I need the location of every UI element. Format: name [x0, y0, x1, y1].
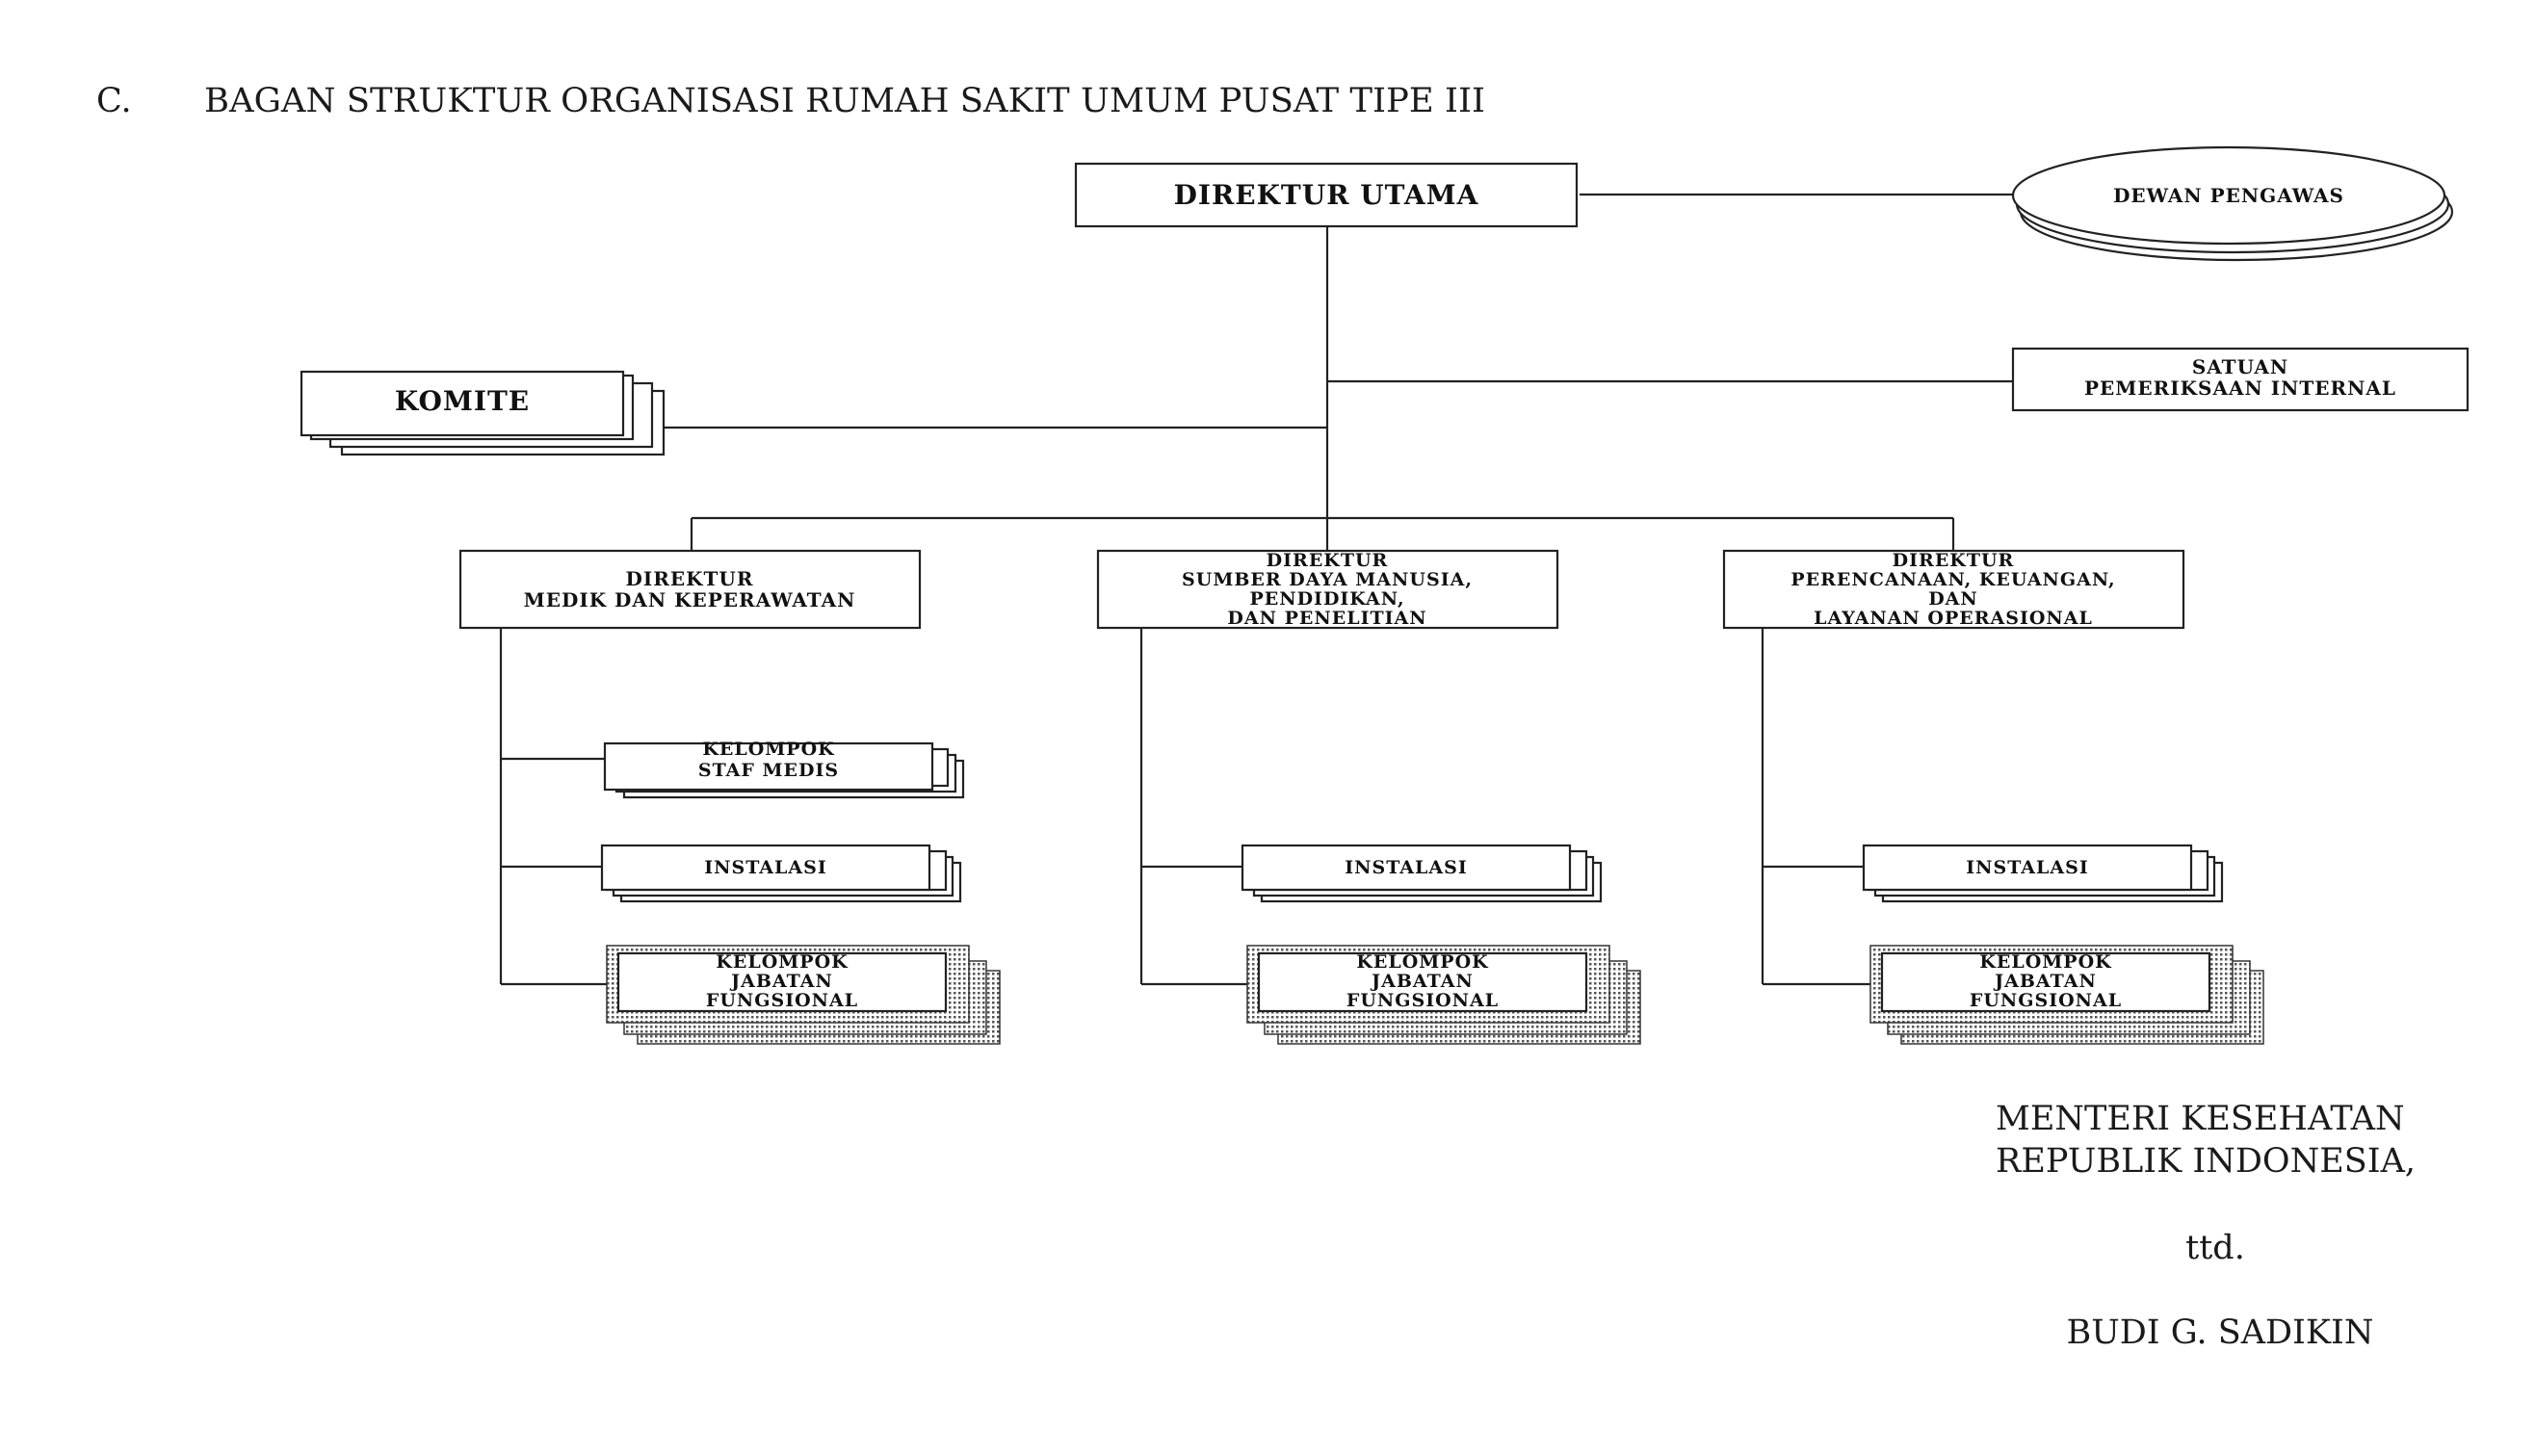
- jabfung-medik-label-2: JABATAN: [729, 971, 833, 992]
- section-title: BAGAN STRUKTUR ORGANISASI RUMAH SAKIT UM…: [204, 82, 1485, 120]
- dewan-pengawas-label: DEWAN PENGAWAS: [2113, 184, 2344, 207]
- direktur-keuangan-label-2: PERENCANAAN, KEUANGAN,: [1790, 569, 2115, 590]
- komite-label: KOMITE: [395, 385, 530, 417]
- direktur-keuangan-label-4: LAYANAN OPERASIONAL: [1814, 608, 2093, 629]
- kelompok-staf-medis-label-1: KELOMPOK: [702, 739, 835, 760]
- jabfung-sdm-label-3: FUNGSIONAL: [1346, 990, 1499, 1011]
- signature-signed: ttd.: [2185, 1229, 2245, 1267]
- jabfung-keuangan-label-2: JABATAN: [1993, 971, 2097, 992]
- kelompok-staf-medis-node: KELOMPOK STAF MEDIS: [603, 739, 965, 799]
- connector-lines: [499, 193, 2023, 986]
- direktur-utama-node: DIREKTUR UTAMA: [1074, 162, 1579, 228]
- jabfung-medik-node: KELOMPOK JABATAN FUNGSIONAL: [606, 945, 1001, 1045]
- signature-position-line1: MENTERI KESEHATAN: [1996, 1100, 2405, 1138]
- direktur-keuangan-label-1: DIREKTUR: [1893, 550, 2015, 571]
- jabfung-medik-label-1: KELOMPOK: [716, 951, 849, 973]
- jabfung-sdm-label-2: JABATAN: [1370, 971, 1474, 992]
- direktur-sdm-label-3: PENDIDIKAN,: [1249, 588, 1404, 610]
- section-number: C.: [96, 82, 132, 120]
- instalasi-medik-node: INSTALASI: [600, 844, 962, 903]
- direktur-sdm-label-1: DIREKTUR: [1267, 550, 1389, 571]
- dewan-pengawas-node: DEWAN PENGAWAS: [2011, 145, 2454, 262]
- instalasi-sdm-label: INSTALASI: [1345, 857, 1468, 878]
- komite-node: KOMITE: [300, 370, 666, 456]
- instalasi-keuangan-node: INSTALASI: [1862, 844, 2224, 903]
- direktur-sdm-label-4: DAN PENELITIAN: [1227, 608, 1426, 629]
- jabfung-sdm-label-1: KELOMPOK: [1356, 951, 1489, 973]
- jabfung-medik-label-3: FUNGSIONAL: [706, 990, 858, 1011]
- direktur-keuangan-node: DIREKTUR PERENCANAAN, KEUANGAN, DAN LAYA…: [1722, 549, 2185, 630]
- instalasi-keuangan-label: INSTALASI: [1966, 857, 2089, 878]
- jabfung-sdm-node: KELOMPOK JABATAN FUNGSIONAL: [1246, 945, 1641, 1045]
- signature-name: BUDI G. SADIKIN: [2067, 1313, 2374, 1352]
- jabfung-keuangan-node: KELOMPOK JABATAN FUNGSIONAL: [1869, 945, 2264, 1045]
- signature-position-line2: REPUBLIK INDONESIA,: [1996, 1142, 2416, 1181]
- direktur-keuangan-label-3: DAN: [1928, 588, 1978, 610]
- instalasi-medik-label: INSTALASI: [704, 857, 827, 878]
- jabfung-keuangan-label-1: KELOMPOK: [1979, 951, 2112, 973]
- direktur-sdm-node: DIREKTUR SUMBER DAYA MANUSIA, PENDIDIKAN…: [1096, 549, 1559, 630]
- satuan-pemeriksaan-internal-node: SATUAN PEMERIKSAAN INTERNAL: [2011, 347, 2470, 412]
- direktur-medik-node: DIREKTUR MEDIK DAN KEPERAWATAN: [458, 549, 922, 630]
- instalasi-sdm-node: INSTALASI: [1241, 844, 1603, 903]
- jabfung-keuangan-label-3: FUNGSIONAL: [1970, 990, 2122, 1011]
- direktur-medik-label-2: MEDIK DAN KEPERAWATAN: [524, 588, 856, 611]
- kelompok-staf-medis-label-2: STAF MEDIS: [698, 760, 839, 781]
- direktur-medik-label-1: DIREKTUR: [626, 567, 754, 590]
- satuan-pemeriksaan-internal-label-1: SATUAN: [2192, 355, 2288, 378]
- satuan-pemeriksaan-internal-label-2: PEMERIKSAAN INTERNAL: [2084, 377, 2396, 400]
- direktur-sdm-label-2: SUMBER DAYA MANUSIA,: [1182, 569, 1473, 590]
- signature-block: MENTERI KESEHATAN REPUBLIK INDONESIA, tt…: [1996, 1100, 2416, 1352]
- direktur-utama-label: DIREKTUR UTAMA: [1174, 179, 1479, 211]
